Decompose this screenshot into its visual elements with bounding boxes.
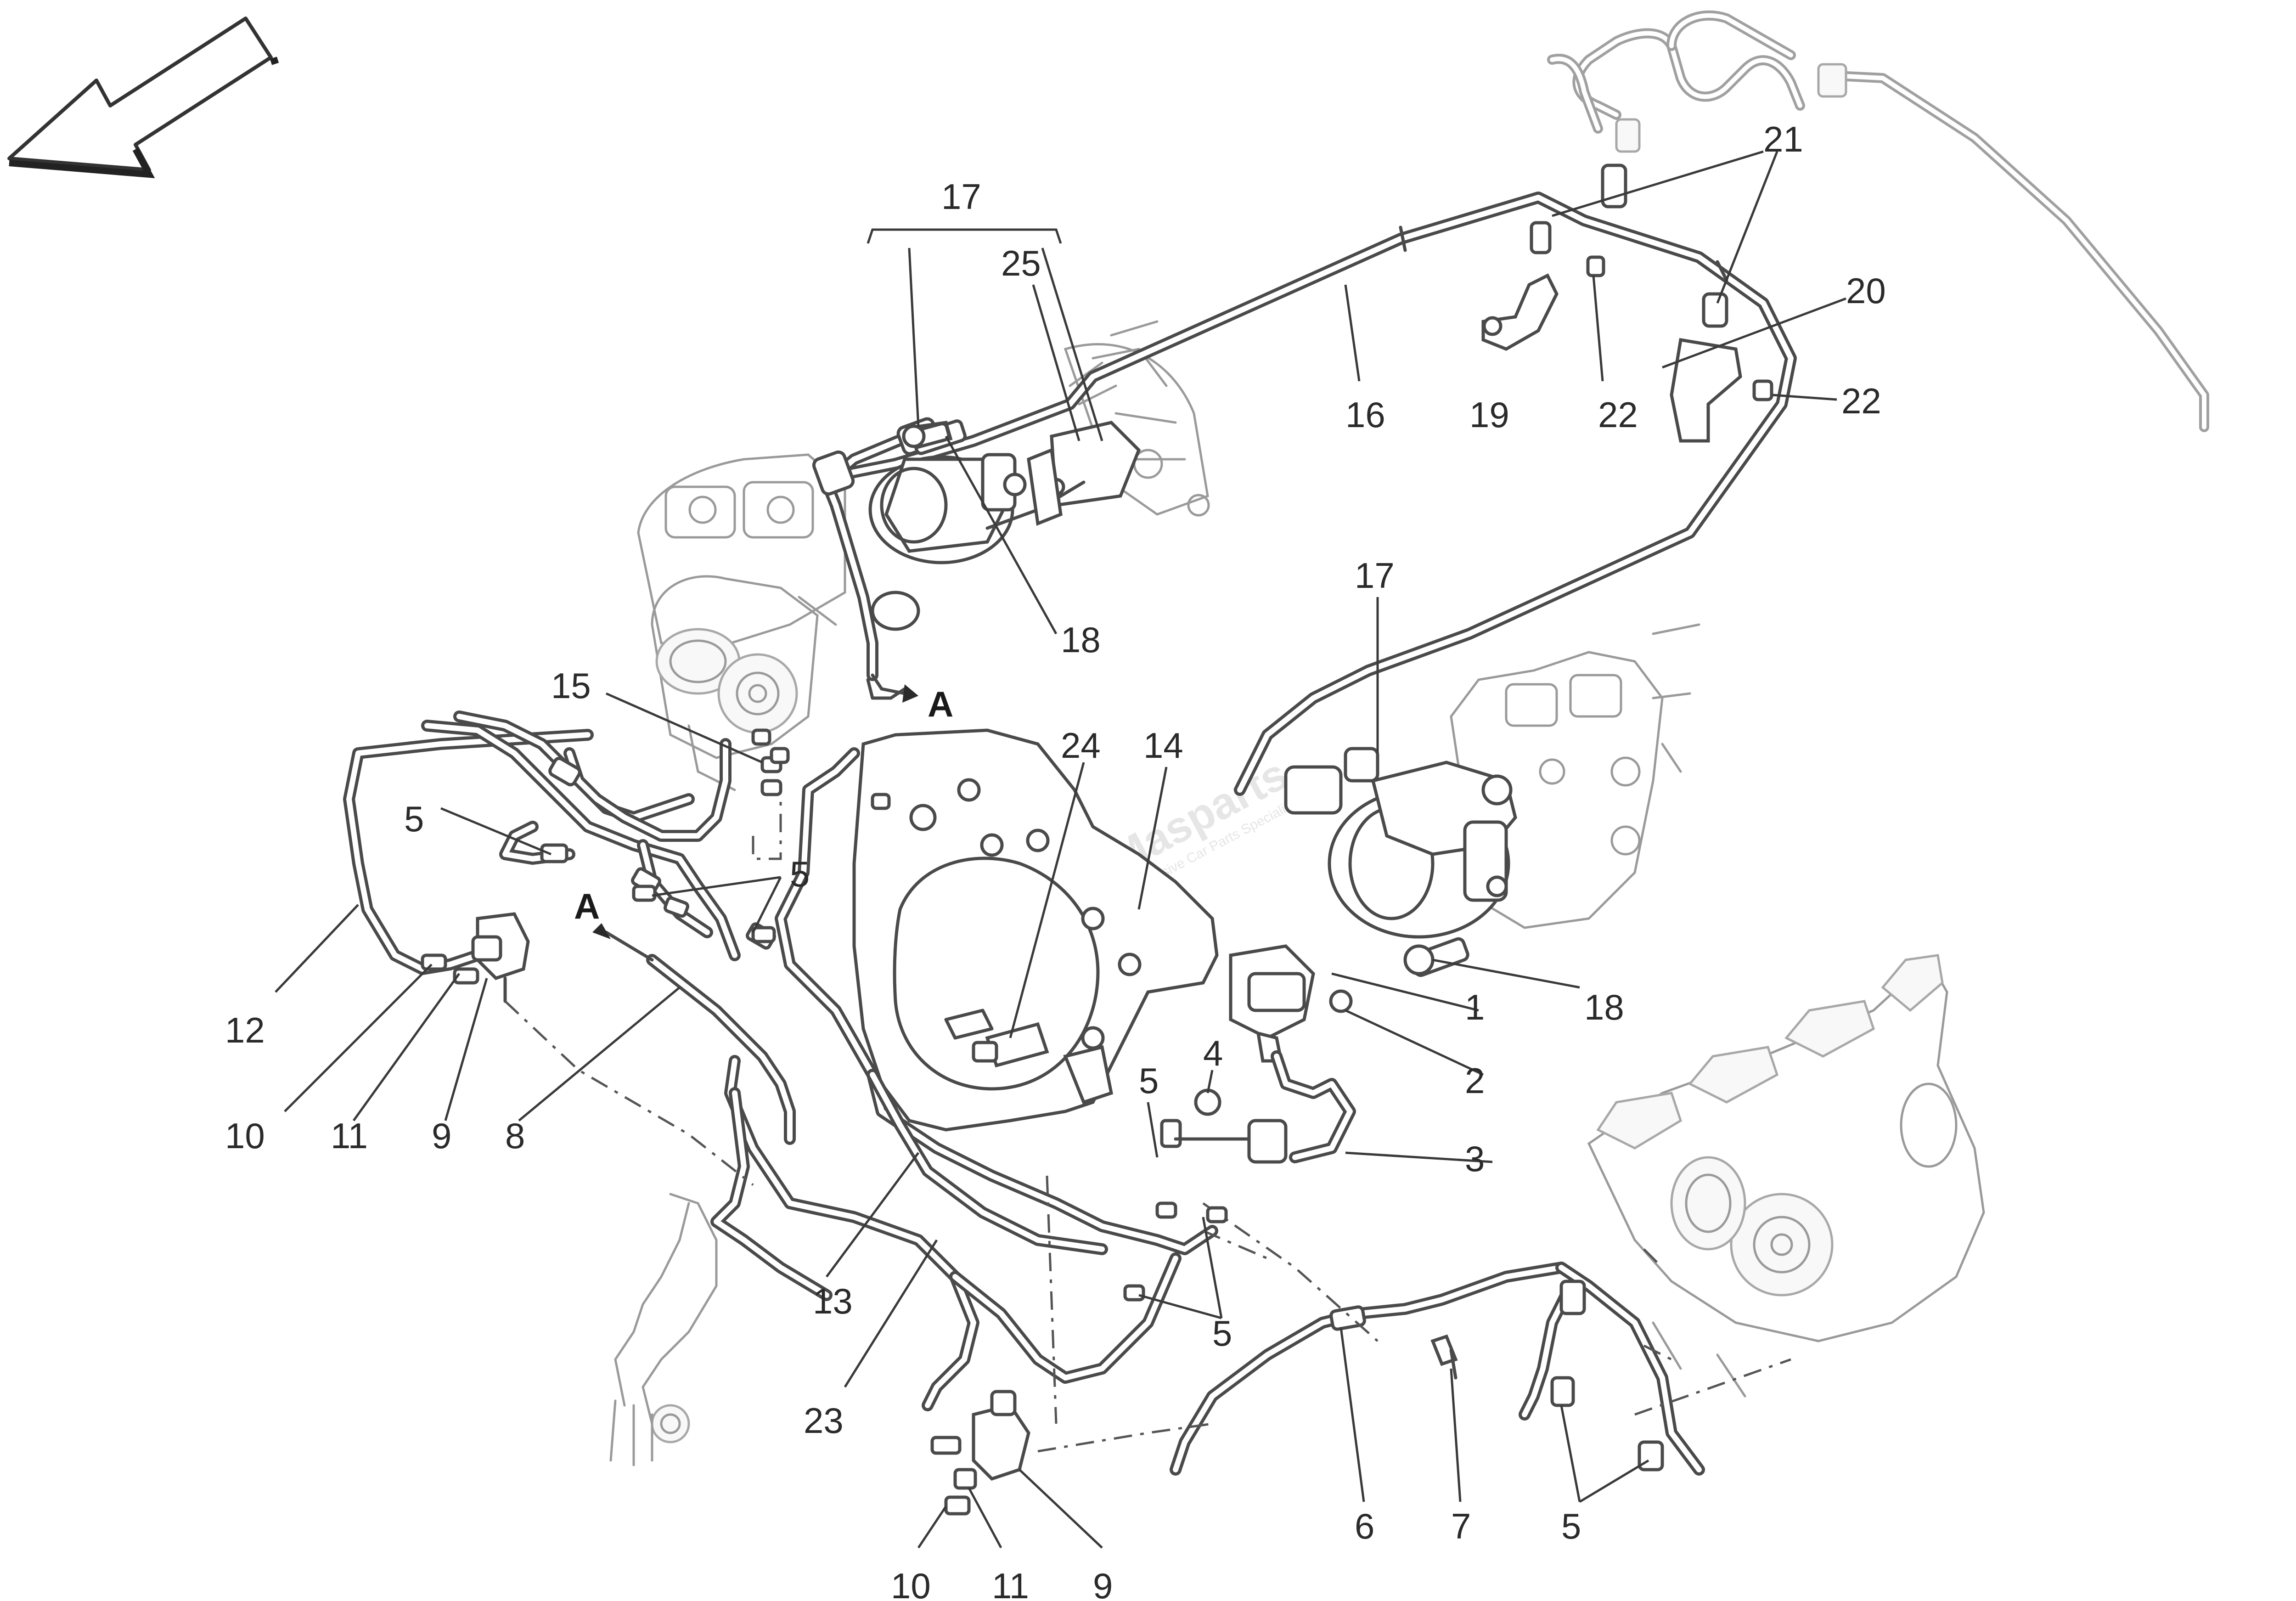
callout-21: 21 [1763,119,1803,159]
callout-18b: 18 [1584,987,1624,1027]
assembly-lines [504,790,1791,1453]
callout-20: 20 [1846,271,1886,311]
callout-25: 25 [1001,243,1041,283]
callout-2: 2 [1465,1060,1485,1101]
sensor-24 [972,1022,1049,1068]
callout-22b: 22 [1841,381,1881,421]
callout-13: 13 [813,1281,853,1321]
callout-8: 8 [505,1116,525,1156]
callout-labels: 17 25 16 19 22 21 20 22 18 17 18 15 5 5 … [225,119,1886,1601]
callout-5d: 5 [1212,1313,1232,1353]
callout-11a: 11 [331,1116,368,1156]
vacuum-hose-23 [710,1055,1182,1411]
reference-arrow-upper [871,673,918,703]
callout-23: 23 [804,1400,844,1441]
exhaust-manifold-ghost [1587,954,1985,1398]
callout-1: 1 [1465,987,1485,1027]
callout-24: 24 [1061,725,1101,766]
callout-14: 14 [1143,725,1183,766]
timing-cover-14 [852,728,1219,1132]
callout-9a: 9 [432,1116,451,1156]
callout-15: 15 [551,665,591,706]
leader-lines [275,150,1846,1549]
engine-block-right-ghost [1450,623,1700,929]
solenoid-valve-9-lower [930,1390,1030,1516]
vacuum-hose-8 [646,954,796,1145]
callout-10a: 10 [225,1116,265,1156]
callout-3: 3 [1465,1139,1485,1179]
vacuum-hose-6 [1170,1262,1705,1476]
callout-7: 7 [1451,1506,1471,1546]
callout-5a: 5 [404,799,424,839]
solenoid-valve-1 [1229,944,1353,1063]
vent-hose-ghost [1547,10,2209,432]
callout-5c: 5 [1139,1060,1159,1101]
callout-17a: 17 [941,176,981,217]
callout-12: 12 [225,1010,265,1050]
reference-a-upper: A [928,684,953,724]
clamps-5 [632,728,1228,1302]
bolt-18-upper [902,422,951,449]
callout-17b: 17 [1355,555,1395,596]
turbocharger-left-ghost [651,575,837,791]
callout-22a: 22 [1598,395,1638,435]
callout-11b: 11 [992,1566,1029,1601]
callout-16: 16 [1345,395,1385,435]
callout-5e: 5 [1561,1506,1581,1546]
vacuum-pump-right [1284,747,1517,939]
bracket-20 [1670,292,1773,443]
callout-4: 4 [1203,1033,1223,1073]
direction-arrow-icon [7,17,279,179]
callout-6: 6 [1355,1506,1374,1546]
valve-4 [1160,1088,1288,1164]
callout-19: 19 [1469,395,1509,435]
bolt-18-right [1403,937,1469,977]
hose-3 [1271,1050,1356,1163]
reference-a-lower: A [574,886,600,926]
callout-18a: 18 [1061,620,1101,660]
reference-arrow-lower [592,923,654,962]
callout-9b: 9 [1093,1566,1113,1601]
solenoid-valve-9-upper [421,912,530,1003]
vacuum-pump-top [868,421,1141,564]
bracket-19 [1481,221,1605,351]
callout-10b: 10 [891,1566,931,1601]
callout-5b: 5 [790,854,810,894]
vacuum-hose-12 [343,710,776,975]
connector-ghost [609,1193,718,1466]
